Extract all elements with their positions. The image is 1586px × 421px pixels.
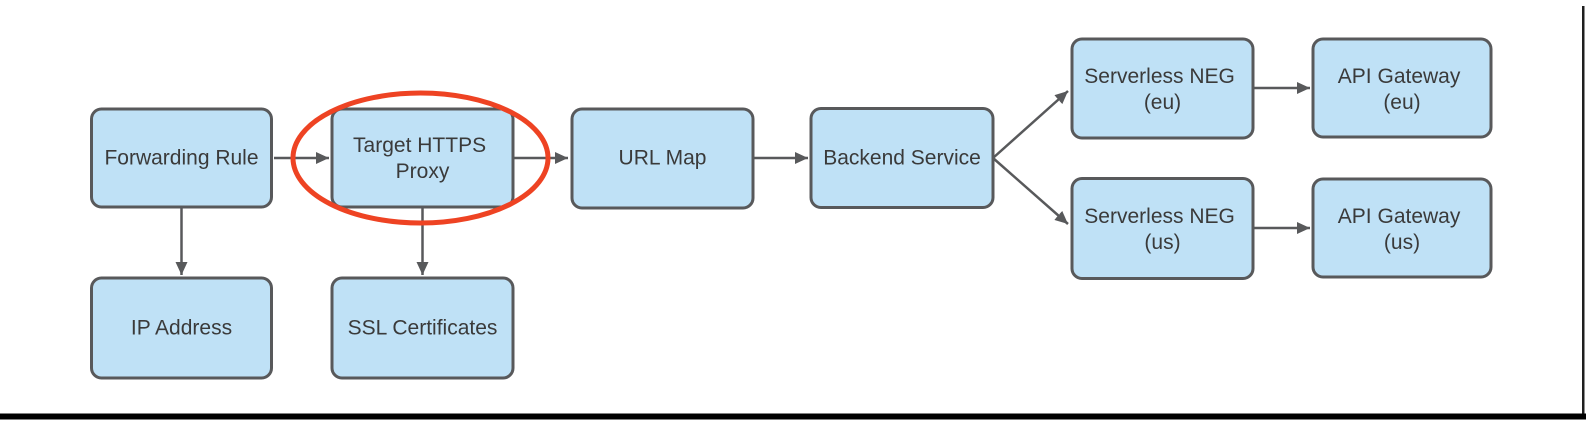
node-label-line: (eu) (1144, 91, 1181, 114)
node-api-gateway-us: API Gateway (us) (1311, 177, 1493, 279)
node-label: Backend Service (823, 147, 981, 170)
node-label: IP Address (131, 317, 232, 340)
node-label: API Gateway (eu) (1338, 65, 1466, 114)
node-label-line: Serverless NEG (1084, 205, 1235, 228)
right-border-line (1582, 6, 1585, 414)
node-api-gateway-eu: API Gateway (eu) (1311, 37, 1493, 139)
node-serverless-neg-us: Serverless NEG (us) (1070, 177, 1255, 280)
node-label-line: (us) (1144, 231, 1180, 254)
node-label: URL Map (619, 147, 707, 170)
bottom-border-bar (0, 413, 1586, 420)
node-label: Target HTTPS Proxy (353, 134, 492, 183)
node-forwarding-rule: Forwarding Rule (90, 107, 273, 209)
node-box (90, 276, 273, 380)
node-box (1311, 37, 1493, 139)
node-label-line: API Gateway (1338, 205, 1461, 228)
node-box (570, 107, 755, 210)
node-label: API Gateway (us) (1338, 205, 1466, 254)
node-label-line: Serverless NEG (1084, 65, 1235, 88)
node-label-line: (us) (1384, 231, 1420, 254)
node-label: Forwarding Rule (104, 147, 258, 170)
node-serverless-neg-eu: Serverless NEG (eu) (1070, 37, 1255, 140)
node-label: SSL Certificates (348, 317, 498, 340)
node-target-https-proxy: Target HTTPS Proxy (330, 107, 515, 209)
node-label-line: Proxy (396, 160, 450, 183)
node-box (809, 107, 995, 209)
node-box (90, 107, 273, 209)
node-label-line: API Gateway (1338, 65, 1461, 88)
node-backend-service: Backend Service (809, 107, 995, 209)
node-label: Serverless NEG (eu) (1084, 65, 1240, 114)
node-label-line: Target HTTPS (353, 134, 486, 157)
node-box (1070, 177, 1255, 280)
node-ssl-certificates: SSL Certificates (330, 276, 515, 380)
node-box (1070, 37, 1255, 140)
node-box (1311, 177, 1493, 279)
edge-backend-service-to-serverless-neg-eu (992, 90, 1069, 159)
node-label: Serverless NEG (us) (1084, 205, 1240, 254)
node-url-map: URL Map (570, 107, 755, 210)
edge-backend-service-to-serverless-neg-us (992, 157, 1069, 225)
node-ip-address: IP Address (90, 276, 273, 380)
highlight-ellipse (290, 90, 551, 226)
node-label-line: (eu) (1383, 91, 1420, 114)
node-box (330, 107, 515, 209)
node-box (330, 276, 515, 380)
